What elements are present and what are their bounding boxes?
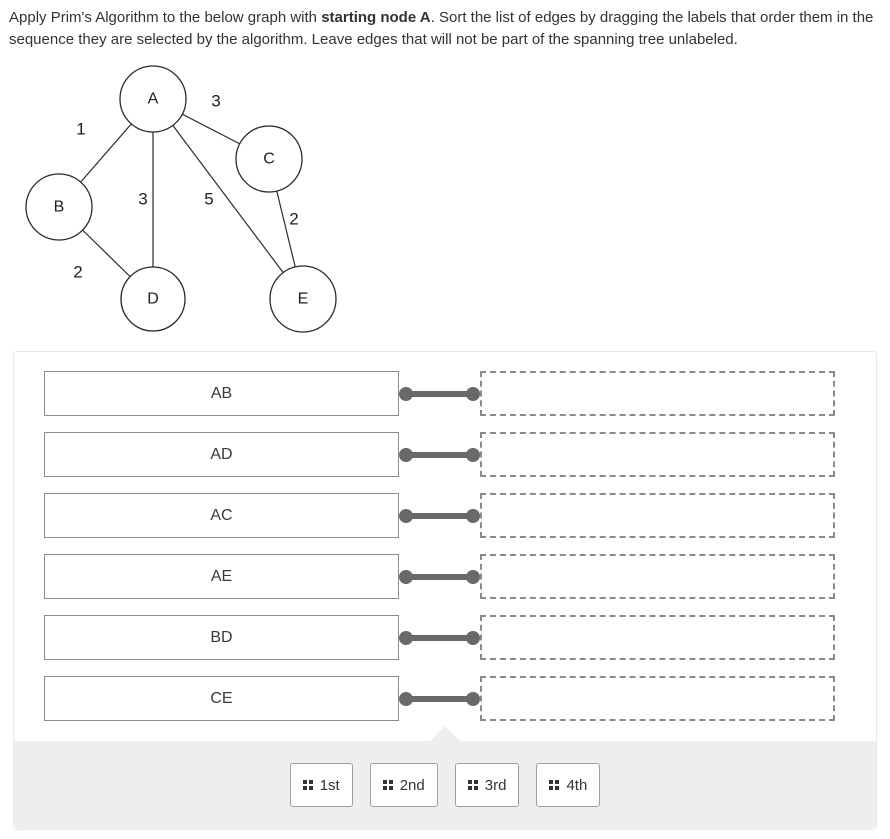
connector-dot bbox=[466, 630, 480, 645]
drop-zone-CE[interactable] bbox=[480, 676, 835, 721]
graph-node-C bbox=[235, 125, 303, 193]
edge-label-box-AE: AE bbox=[44, 554, 399, 599]
connector-dot bbox=[399, 630, 413, 645]
graph-node-A bbox=[119, 65, 187, 133]
drop-zone-AB[interactable] bbox=[480, 371, 835, 416]
connector-icon bbox=[399, 508, 480, 523]
connector-icon bbox=[399, 569, 480, 584]
chip-label: 2nd bbox=[399, 776, 425, 794]
drag-chip-1st[interactable]: 1st bbox=[289, 763, 353, 807]
connector-dot bbox=[399, 447, 413, 462]
graph-edge-weight-CE: 2 bbox=[289, 210, 298, 229]
graph-edge-AE bbox=[152, 98, 304, 300]
match-row-CE: CE bbox=[44, 676, 835, 721]
connector-dot bbox=[466, 691, 480, 706]
drop-zone-AC[interactable] bbox=[480, 493, 835, 538]
question-bold: starting node A bbox=[321, 9, 431, 26]
chip-label: 3rd bbox=[484, 776, 507, 794]
match-row-BD: BD bbox=[44, 615, 835, 660]
tray-notch-icon bbox=[430, 726, 460, 741]
graph-svg: A B C D E 1 3 3 5 2 2 bbox=[25, 65, 337, 333]
drag-handle-icon bbox=[302, 780, 313, 790]
connector-icon bbox=[399, 630, 480, 645]
graph-node-D bbox=[120, 266, 186, 332]
question-text: Apply Prim's Algorithm to the below grap… bbox=[0, 0, 890, 51]
drag-chip-2nd[interactable]: 2nd bbox=[369, 763, 438, 807]
connector-bar bbox=[410, 634, 469, 641]
match-row-AD: AD bbox=[44, 432, 835, 477]
matching-panel: AB AD AC AE BD CE 1st 2nd 3rd 4th bbox=[13, 351, 877, 830]
drop-zone-AD[interactable] bbox=[480, 432, 835, 477]
match-rows: AB AD AC AE BD CE bbox=[14, 352, 876, 741]
match-row-AB: AB bbox=[44, 371, 835, 416]
graph-edge-weight-BD: 2 bbox=[73, 263, 82, 282]
graph-node-label-D: D bbox=[147, 291, 159, 308]
edge-label-box-BD: BD bbox=[44, 615, 399, 660]
graph-node-label-A: A bbox=[148, 91, 159, 108]
connector-icon bbox=[399, 447, 480, 462]
connector-bar bbox=[410, 512, 469, 519]
connector-bar bbox=[410, 573, 469, 580]
graph-node-label-B: B bbox=[54, 199, 65, 216]
drop-zone-BD[interactable] bbox=[480, 615, 835, 660]
connector-bar bbox=[410, 695, 469, 702]
match-row-AE: AE bbox=[44, 554, 835, 599]
graph-node-B bbox=[25, 173, 93, 241]
drag-chip-4th[interactable]: 4th bbox=[536, 763, 601, 807]
connector-dot bbox=[466, 386, 480, 401]
graph-node-label-E: E bbox=[298, 291, 309, 308]
chip-label: 1st bbox=[319, 776, 340, 794]
connector-dot bbox=[466, 447, 480, 462]
match-row-AC: AC bbox=[44, 493, 835, 538]
drag-chip-3rd[interactable]: 3rd bbox=[454, 763, 520, 807]
connector-dot bbox=[399, 569, 413, 584]
connector-bar bbox=[410, 390, 469, 397]
graph-edge-weight-AE: 5 bbox=[204, 190, 213, 209]
edge-label-box-AD: AD bbox=[44, 432, 399, 477]
edge-label-box-CE: CE bbox=[44, 676, 399, 721]
graph-figure: A B C D E 1 3 3 5 2 2 bbox=[0, 53, 890, 345]
connector-icon bbox=[399, 691, 480, 706]
connector-bar bbox=[410, 451, 469, 458]
edge-label-box-AB: AB bbox=[44, 371, 399, 416]
answer-tray: 1st 2nd 3rd 4th bbox=[14, 726, 876, 829]
drag-handle-icon bbox=[467, 780, 478, 790]
connector-dot bbox=[399, 691, 413, 706]
drag-handle-icon bbox=[549, 780, 560, 790]
graph-edge-weight-AC: 3 bbox=[211, 92, 220, 111]
graph-node-E bbox=[269, 265, 337, 333]
connector-dot bbox=[466, 569, 480, 584]
connector-dot bbox=[399, 386, 413, 401]
edge-label-box-AC: AC bbox=[44, 493, 399, 538]
connector-dot bbox=[466, 508, 480, 523]
graph-node-label-C: C bbox=[263, 151, 275, 168]
question-part2: . Sort the list of edges by dragging the… bbox=[9, 9, 874, 48]
question-part1: Apply Prim's Algorithm to the below grap… bbox=[9, 9, 322, 26]
chip-label: 4th bbox=[566, 776, 588, 794]
drag-handle-icon bbox=[382, 780, 393, 790]
connector-icon bbox=[399, 386, 480, 401]
drop-zone-AE[interactable] bbox=[480, 554, 835, 599]
graph-edge-weight-AB: 1 bbox=[76, 120, 85, 139]
connector-dot bbox=[399, 508, 413, 523]
graph-edge-weight-AD: 3 bbox=[138, 190, 147, 209]
